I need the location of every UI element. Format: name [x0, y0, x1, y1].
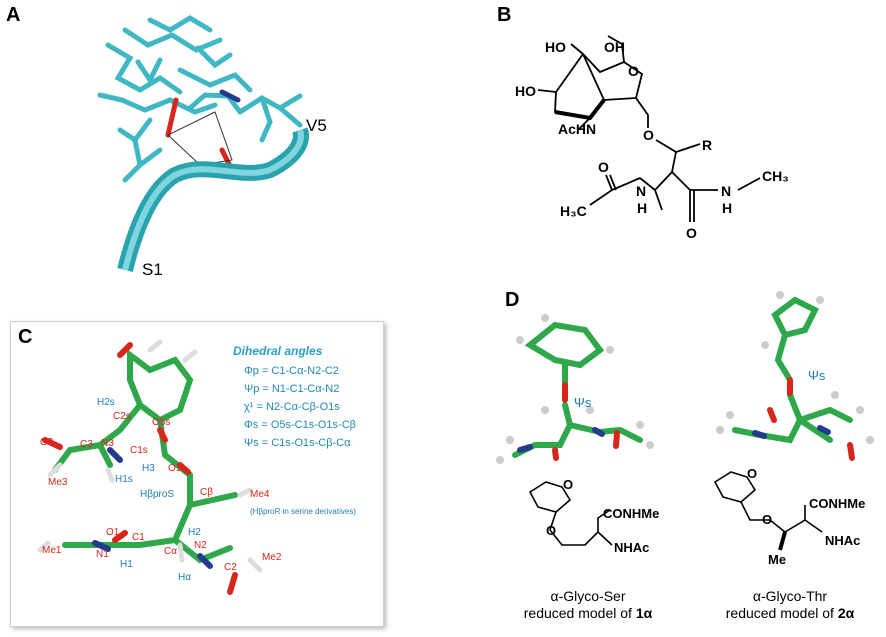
d-psi-right: Ψs — [808, 368, 826, 383]
c-dihedral-list: Φp = C1-Cα-N2-C2 Ψp = N1-C1-Cα-N2 χ¹ = N… — [244, 365, 356, 449]
atom-label: N1 — [96, 549, 109, 560]
c-note: (HβproR in serine derivatives) — [250, 507, 356, 516]
d-right-caption: α-Glyco-Thr reduced model of 2α — [680, 588, 886, 622]
d-right-caption-line2: reduced model of 2α — [725, 605, 855, 621]
d-psi-left: Ψs — [574, 395, 592, 410]
atom-label: H1 — [120, 559, 133, 570]
d-right-me: Me — [768, 552, 786, 567]
b-o-amide: O — [686, 225, 697, 241]
c-dihedral-phi-s: Φs = O5s-C1s-O1s-Cβ — [244, 419, 356, 431]
b-n-1: N — [636, 183, 646, 199]
atom-label: C1 — [132, 532, 145, 543]
atom-label: Me1 — [42, 545, 62, 556]
panel-c-frame — [10, 321, 384, 627]
b-o-glycosidic: O — [643, 127, 654, 143]
d-right-conhme: CONHMe — [809, 496, 865, 511]
atom-label: C3 — [80, 439, 93, 450]
b-o-ring: O — [628, 63, 639, 79]
atom-label: Hα — [178, 572, 191, 583]
b-r-group: R — [702, 137, 712, 153]
d-left-o-ring: O — [563, 477, 573, 492]
b-n-2: N — [721, 183, 731, 199]
atom-label: Cα — [164, 546, 177, 557]
atom-label: H1s — [115, 474, 133, 485]
label-s1: S1 — [142, 260, 163, 279]
c-atom-labels-red: C2s O5s C1s O3 C3 N3 O1s Cβ Me4 Me3 O1 C… — [40, 411, 282, 573]
atom-label: H2s — [97, 397, 115, 408]
c-dihedral-phi-p: Φp = C1-Cα-N2-C2 — [244, 365, 339, 377]
c-atom-labels-blue: H2s H1s H3 HβproS H2 H1 Hα — [97, 397, 201, 583]
d-left-o-link: O — [546, 523, 556, 538]
b-h-1: H — [637, 200, 647, 216]
atom-label: O1 — [106, 527, 120, 538]
c-dihedral-psi-p: Ψp = N1-C1-Cα-N2 — [244, 383, 339, 395]
panel-a-letter: A — [6, 4, 21, 26]
c-dihedral-title: Dihedral angles — [233, 344, 323, 358]
atom-label: Cβ — [200, 487, 213, 498]
b-ch3: CH₃ — [762, 168, 789, 184]
atom-label: Me2 — [262, 552, 282, 563]
atom-label: N3 — [101, 438, 114, 449]
atom-label: O3 — [40, 437, 54, 448]
atom-label: Me4 — [250, 489, 270, 500]
b-h-2: H — [722, 200, 732, 216]
d-left-caption: α-Glyco-Ser reduced model of 1α — [478, 588, 698, 622]
d-right-nhac: NHAc — [825, 533, 860, 548]
c-dihedral-psi-s: Ψs = C1s-O1s-Cβ-Cα — [244, 437, 351, 449]
atom-label: N2 — [194, 540, 207, 551]
atom-label: O1s — [168, 463, 186, 474]
d-right-o-link: O — [762, 512, 772, 527]
d-left-caption-line1: α-Glyco-Ser — [550, 588, 626, 604]
b-o-acetyl: O — [598, 159, 609, 175]
d-right-compound-number: 2α — [837, 605, 855, 621]
d-left-conhme: CONHMe — [603, 506, 659, 521]
atom-label: H3 — [142, 463, 155, 474]
atom-label: O5s — [152, 417, 170, 428]
d-left-nhac: NHAc — [614, 540, 649, 555]
c-dihedral-chi1: χ¹ = N2-Cα-Cβ-O1s — [244, 401, 340, 413]
panel-b-letter: B — [497, 4, 512, 26]
atom-label: C2s — [113, 411, 131, 422]
atom-label: HβproS — [140, 489, 174, 500]
d-left-compound-number: 1α — [635, 605, 653, 621]
b-ho-2: HO — [515, 83, 536, 99]
atom-label: C2 — [224, 562, 237, 573]
d-right-o-ring: O — [747, 466, 757, 481]
atom-label: Me3 — [48, 477, 68, 488]
d-right-caption-line1: α-Glyco-Thr — [752, 588, 828, 604]
atom-label: H2 — [188, 527, 201, 538]
b-ho-1: HO — [545, 39, 566, 55]
panel-d-letter: D — [505, 289, 520, 311]
b-oh-1: OH — [604, 39, 625, 55]
d-left-caption-line2: reduced model of 1α — [523, 605, 653, 621]
b-achn: AcHN — [558, 121, 596, 137]
b-h3c: H₃C — [560, 203, 587, 219]
atom-label: C1s — [130, 445, 148, 456]
label-v5: V5 — [306, 116, 327, 135]
panel-c-letter: C — [18, 326, 33, 348]
